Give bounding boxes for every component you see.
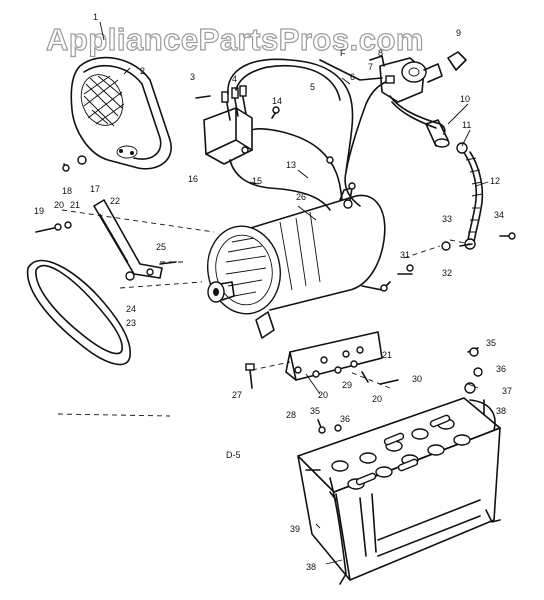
starter-generator — [207, 187, 391, 339]
callout-13: 13 — [286, 160, 296, 170]
callout-21a: 21 — [70, 200, 80, 210]
callout-38b: 38 — [306, 562, 316, 572]
callout-20c: 20 — [372, 394, 382, 404]
callout-31: 31 — [400, 250, 410, 260]
callout-26: 26 — [296, 192, 306, 202]
mounting-bracket — [285, 331, 383, 381]
callout-labels: 1 2 3 4 F 5 6 7 8 9 10 11 12 13 14 15 16… — [34, 12, 512, 572]
regulator — [203, 85, 253, 165]
callout-1: 1 — [93, 12, 98, 22]
watermark: AppliancePartsPros.com — [46, 22, 424, 57]
callout-2: 2 — [140, 66, 145, 76]
callout-17: 17 — [90, 184, 100, 194]
callout-14: 14 — [272, 96, 282, 106]
callout-3: 3 — [190, 72, 195, 82]
callout-37: 37 — [502, 386, 512, 396]
adjusting-bracket — [93, 199, 163, 279]
callout-19: 19 — [34, 206, 44, 216]
callout-12: 12 — [490, 176, 500, 186]
hardware — [35, 95, 516, 434]
callout-23: 23 — [126, 318, 136, 328]
callout-32: 32 — [442, 268, 452, 278]
fan-shroud — [70, 56, 172, 170]
callout-18: 18 — [62, 186, 72, 196]
callout-25: 25 — [156, 242, 166, 252]
callout-38a: 38 — [496, 406, 506, 416]
callout-15: 15 — [252, 176, 262, 186]
callout-33: 33 — [442, 214, 452, 224]
callout-20b: 20 — [318, 390, 328, 400]
callout-39: 39 — [290, 524, 300, 534]
callout-29: 29 — [342, 380, 352, 390]
callout-30: 30 — [412, 374, 422, 384]
ignition-switch — [369, 51, 467, 103]
callout-35a: 35 — [486, 338, 496, 348]
callout-28: 28 — [286, 410, 296, 420]
callout-21b: 21 — [382, 350, 392, 360]
callout-22: 22 — [110, 196, 120, 206]
callout-9: 9 — [456, 28, 461, 38]
callout-F: F — [340, 48, 346, 58]
figure-code: D-5 — [226, 450, 241, 460]
callout-16: 16 — [188, 174, 198, 184]
leader-lines — [99, 21, 489, 565]
callout-24: 24 — [126, 304, 136, 314]
callout-34: 34 — [494, 210, 504, 220]
battery-cells — [331, 414, 471, 490]
callout-20a: 20 — [54, 200, 64, 210]
battery — [297, 397, 501, 585]
callout-36a: 36 — [496, 364, 506, 374]
callout-36b: 36 — [340, 414, 350, 424]
callout-27: 27 — [232, 390, 242, 400]
callout-4: 4 — [232, 74, 237, 84]
callout-5: 5 — [310, 82, 315, 92]
ground-strap — [456, 142, 484, 250]
callout-8: 8 — [378, 48, 383, 58]
callout-35b: 35 — [310, 406, 320, 416]
callout-6: 6 — [350, 72, 355, 82]
drive-belt — [26, 259, 131, 366]
assembly-lines — [57, 209, 471, 417]
callout-10: 10 — [460, 94, 470, 104]
spark-plug-boot — [425, 119, 450, 148]
callout-11: 11 — [462, 120, 471, 130]
callout-7: 7 — [368, 62, 373, 72]
